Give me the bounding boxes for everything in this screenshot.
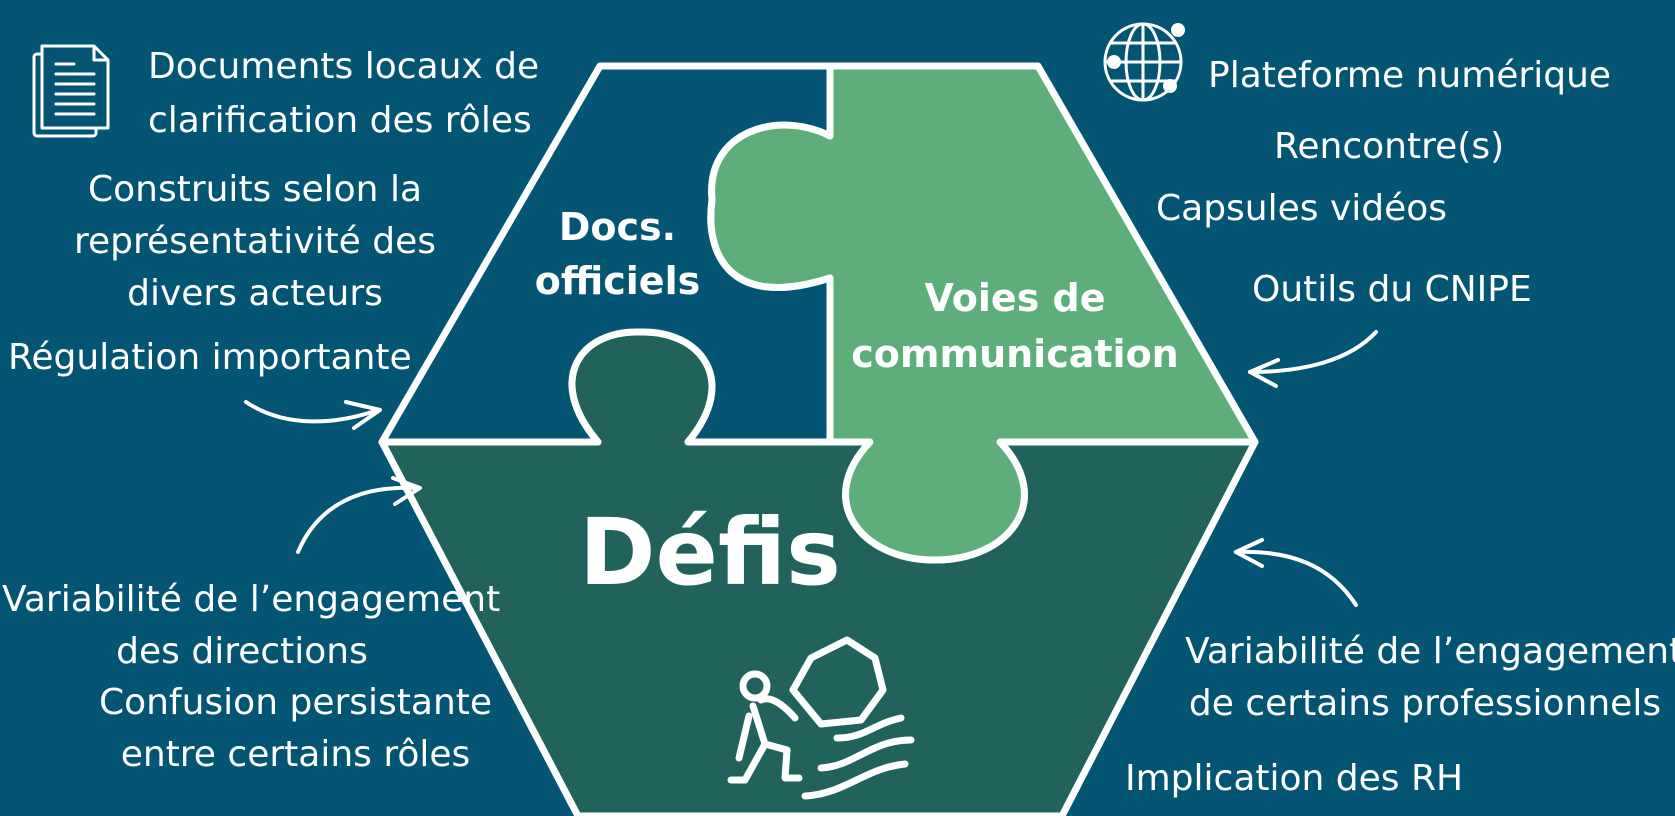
right-item-rencontres: Rencontre(s)	[1274, 126, 1505, 167]
arrow-right-bottom	[1234, 538, 1358, 607]
docs-piece	[378, 62, 834, 446]
right-implication: Implication des RH	[1125, 758, 1464, 799]
person-pushing-boulder-icon	[727, 636, 915, 800]
right-variabilite: Variabilité de l’engagement de certains …	[1185, 631, 1675, 724]
globe-network-icon	[1103, 22, 1185, 102]
right-item-capsules: Capsules vidéos	[1156, 188, 1448, 229]
docs-piece-label: Docs. officiels	[534, 205, 701, 303]
arrow-left-bottom	[296, 476, 422, 554]
document-icon	[32, 44, 110, 138]
right-item-outils: Outils du CNIPE	[1252, 269, 1532, 310]
left-construits: Construits selon la représentativité des…	[74, 169, 436, 314]
arrow-left-top	[244, 400, 382, 430]
arrow-right-top	[1248, 330, 1378, 388]
left-regulation: Régulation importante	[8, 337, 412, 378]
left-confusion: Confusion persistante entre certains rôl…	[98, 682, 493, 775]
defis-label: Défis	[579, 499, 841, 606]
left-heading: Documents locaux de clarification des rô…	[148, 46, 540, 141]
right-heading: Plateforme numérique	[1208, 55, 1612, 96]
voies-piece-label: Voies de communication	[851, 276, 1179, 376]
left-variabilite: Variabilité de l’engagement des directio…	[2, 579, 501, 672]
